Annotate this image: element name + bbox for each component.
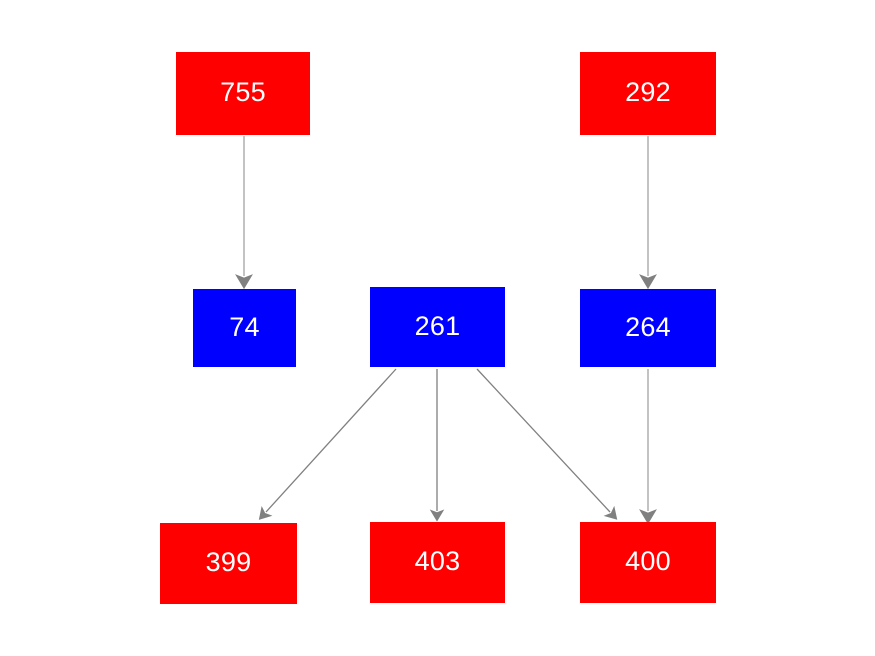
node-label: 400 (625, 546, 671, 576)
node-label: 264 (625, 311, 671, 342)
graph-node-292[interactable]: 292 (580, 52, 716, 135)
node-label: 403 (414, 546, 461, 576)
graph-node-399[interactable]: 399 (160, 523, 297, 604)
node-label: 755 (220, 77, 266, 107)
graph-node-74[interactable]: 74 (193, 289, 296, 367)
node-label: 292 (625, 77, 671, 107)
node-label: 399 (205, 547, 252, 577)
graph-node-403[interactable]: 403 (370, 522, 505, 603)
node-label: 74 (229, 311, 260, 342)
edge-261-to-400 (476, 368, 618, 520)
graph-node-755[interactable]: 755 (176, 52, 310, 135)
edge-261-to-399 (258, 368, 397, 520)
graph-node-261[interactable]: 261 (370, 287, 505, 367)
graph-node-264[interactable]: 264 (580, 289, 716, 367)
graph-node-400[interactable]: 400 (580, 522, 716, 603)
node-label: 261 (414, 310, 461, 341)
